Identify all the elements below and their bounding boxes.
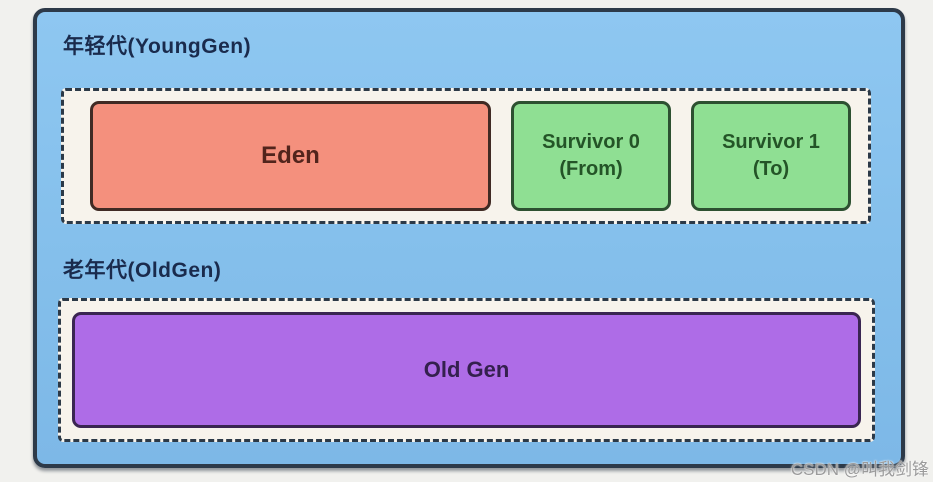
watermark: CSDN @叫我剑锋 — [790, 460, 929, 479]
survivor0-region-subtitle: (From) — [559, 158, 623, 180]
survivor0-region: Survivor 0 (From) — [511, 101, 671, 211]
heap-container: 年轻代(YoungGen) Eden Survivor 0 (From) Sur… — [33, 8, 905, 468]
younggen-dashed-region: Eden Survivor 0 (From) Survivor 1 (To) — [61, 88, 871, 224]
survivor1-region: Survivor 1 (To) — [691, 101, 851, 211]
eden-region: Eden — [90, 101, 491, 211]
survivor0-region-title: Survivor 0 — [542, 131, 640, 153]
oldgen-dashed-region: Old Gen — [58, 298, 875, 442]
oldgen-region: Old Gen — [72, 312, 861, 428]
oldgen-region-label: Old Gen — [423, 357, 510, 382]
survivor1-region-subtitle: (To) — [752, 158, 790, 180]
oldgen-label: 老年代(OldGen) — [63, 259, 222, 282]
eden-region-label: Eden — [261, 142, 320, 169]
younggen-label: 年轻代(YoungGen) — [63, 35, 252, 58]
survivor1-region-title: Survivor 1 — [722, 131, 820, 153]
